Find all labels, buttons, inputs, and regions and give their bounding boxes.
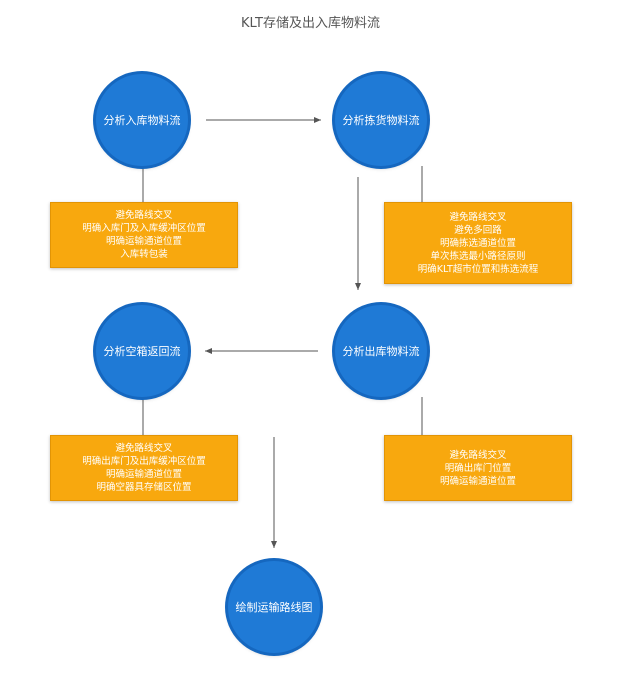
box-line: 明确空器具存储区位置	[96, 482, 192, 493]
box-line: 明确入库门及入库缓冲区位置	[82, 223, 206, 234]
node-label: 分析空箱返回流	[103, 345, 181, 358]
box-line: 明确运输通道位置	[105, 469, 182, 480]
box-line: 明确出库门位置	[444, 462, 512, 474]
box-line: 避免路线交叉	[115, 210, 173, 221]
node-label: 分析入库物料流	[103, 114, 181, 127]
diagram-title: KLT存储及出入库物料流	[241, 16, 380, 31]
box-line: 明确出库门及出库缓冲区位置	[82, 456, 206, 467]
box-outbound-requirements: 避免路线交叉 明确出库门位置 明确运输通道位置	[384, 435, 572, 501]
node-outbound-material-flow: 分析出库物料流	[335, 305, 427, 397]
box-line: 明确运输通道位置	[439, 475, 516, 487]
node-picking-material-flow: 分析拣货物料流	[335, 74, 427, 166]
node-draw-route-map: 绘制运输路线图	[228, 561, 320, 653]
box-line: 避免路线交叉	[449, 211, 507, 223]
box-line: 单次拣选最小路径原则	[430, 250, 526, 262]
node-empty-box-return-flow: 分析空箱返回流	[96, 305, 188, 397]
box-line: 明确KLT超市位置和拣选流程	[417, 263, 539, 275]
box-line: 避免路线交叉	[449, 449, 507, 461]
box-inbound-requirements: 避免路线交叉 明确入库门及入库缓冲区位置 明确运输通道位置 入库转包装	[50, 202, 238, 268]
node-label: 分析出库物料流	[342, 345, 420, 358]
box-line: 避免多回路	[454, 224, 502, 236]
box-empty-return-requirements: 避免路线交叉 明确出库门及出库缓冲区位置 明确运输通道位置 明确空器具存储区位置	[50, 435, 238, 501]
box-line: 避免路线交叉	[115, 443, 173, 454]
box-line: 明确拣选通道位置	[439, 237, 516, 249]
node-label: 分析拣货物料流	[342, 114, 420, 127]
node-label: 绘制运输路线图	[235, 601, 313, 614]
box-line: 入库转包装	[120, 249, 168, 260]
node-inbound-material-flow: 分析入库物料流	[96, 74, 188, 166]
box-line: 明确运输通道位置	[105, 236, 182, 247]
box-picking-requirements: 避免路线交叉 避免多回路 明确拣选通道位置 单次拣选最小路径原则 明确KLT超市…	[384, 202, 572, 284]
